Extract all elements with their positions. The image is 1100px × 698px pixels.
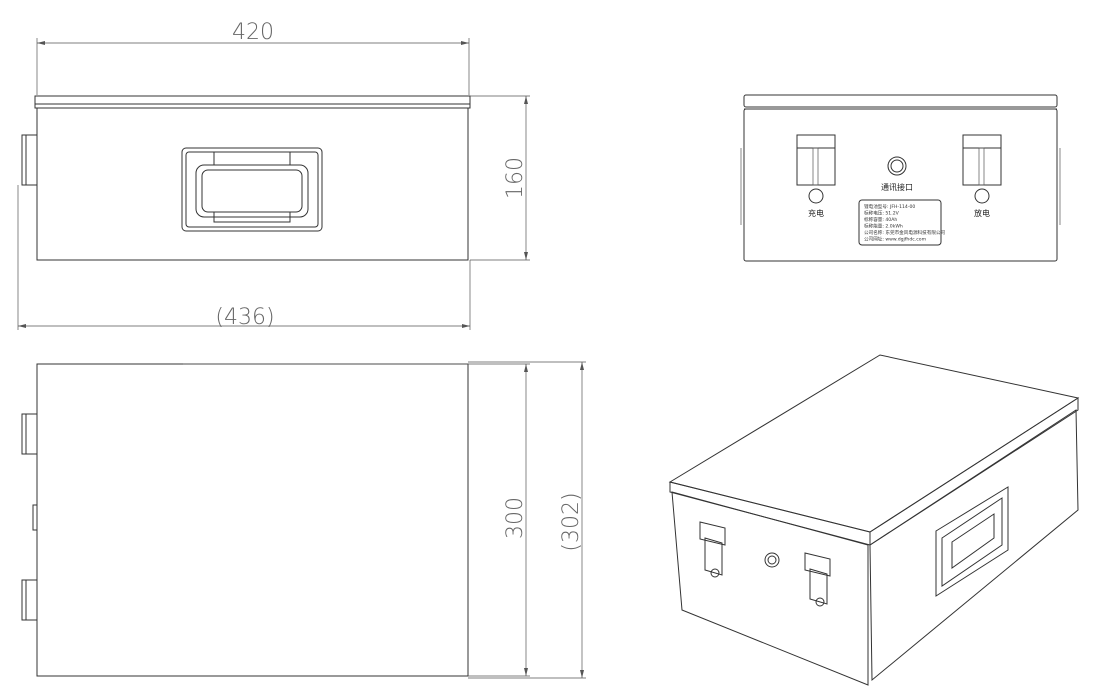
iso-discharge-connector — [804, 552, 831, 607]
charge-label: 充电 — [808, 208, 824, 218]
nameplate-line: 公司网址: www.dgjfhdc.com — [864, 236, 927, 243]
iso-comm-port — [764, 552, 780, 568]
iso-charge-connector — [699, 521, 726, 578]
comm-port: 通讯接口 — [881, 156, 913, 192]
nameplate: 锂电池型号: JFH-114-00 标称电压: 51.2V 标称容量: 40Ah… — [858, 199, 946, 246]
isometric-view — [668, 354, 1080, 686]
nameplate-line: 锂电池型号: JFH-114-00 — [864, 203, 915, 210]
nameplate-line: 标称能量: 2.0kWh — [864, 223, 903, 230]
nameplate-line: 标称电压: 51.2V — [864, 210, 900, 217]
dim-overall-width: (436) — [215, 305, 274, 330]
comm-port-label: 通讯接口 — [881, 182, 913, 192]
dim-front-height: 160 — [503, 157, 528, 199]
dim-overall-depth: (302) — [559, 492, 584, 551]
charge-connector: 充电 — [796, 134, 836, 218]
discharge-connector: 放电 — [962, 134, 1002, 218]
dim-top-depth: 300 — [503, 497, 528, 539]
nameplate-line: 公司名称: 东莞市金风电源科技有限公司 — [864, 229, 946, 236]
top-view: 300 (302) — [21, 361, 586, 679]
end-view: 充电 放电 通讯接口 锂电池型号: JFH-114-00 标称电压: 51.2V… — [740, 94, 1061, 262]
iso-handle — [935, 486, 1009, 597]
nameplate-line: 标称容量: 40Ah — [864, 216, 897, 223]
dim-front-width: 420 — [232, 20, 274, 45]
discharge-label: 放电 — [974, 208, 990, 218]
front-view: 420 160 (436) — [17, 20, 530, 330]
